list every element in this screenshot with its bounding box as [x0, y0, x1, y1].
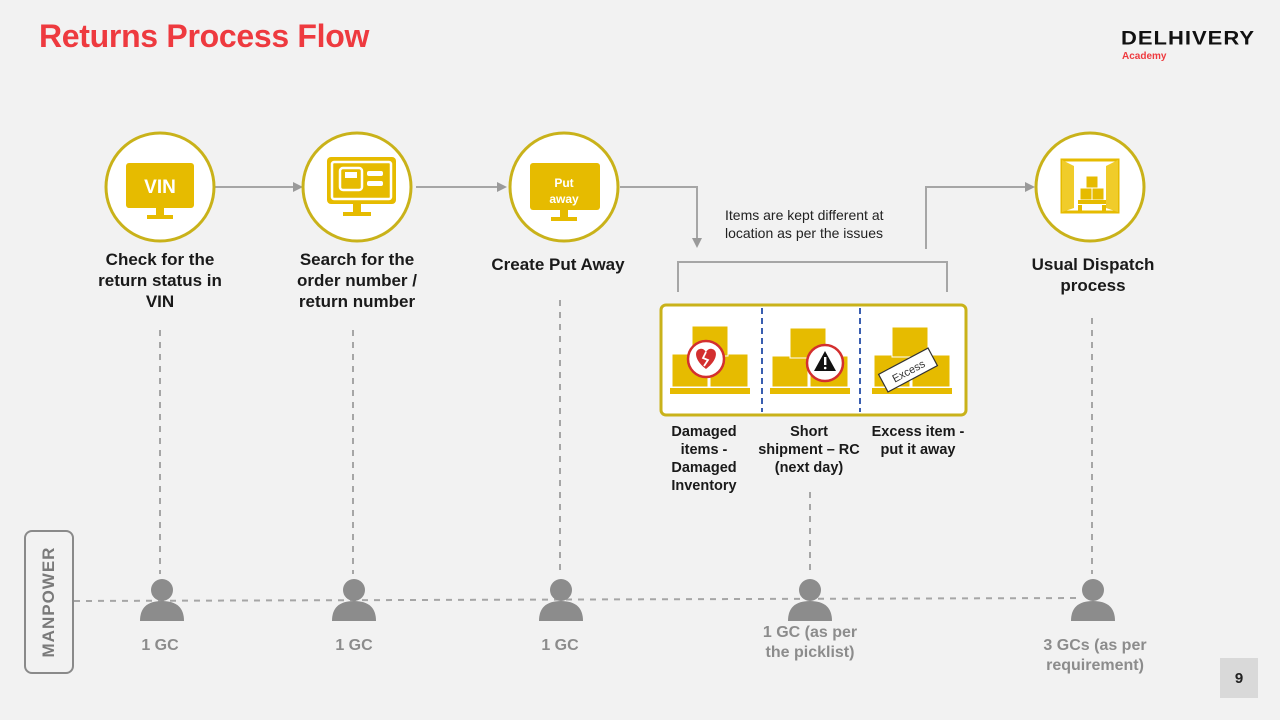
arrow-issues-to-dispatch — [925, 182, 1035, 249]
arrow-step3-to-issues — [620, 186, 702, 248]
manpower-count-dispatch: 3 GCs (as per requirement) — [1043, 637, 1147, 674]
step-label-search-order: Search for the order number / return num… — [297, 250, 417, 311]
manpower-label-box: MANPOWER — [24, 530, 74, 674]
issue-label-short-shipment: Short shipment – RC (next day) — [758, 424, 860, 476]
person-icon — [1071, 579, 1115, 621]
manpower-timeline — [73, 597, 1081, 602]
step-label-usual-dispatch: Usual Dispatch process — [1031, 255, 1155, 295]
person-icons — [140, 579, 1115, 621]
manpower-count-step2: 1 GC — [335, 637, 373, 654]
step-dispatch-icon — [1034, 131, 1146, 243]
person-icon — [140, 579, 184, 621]
step-search-icon — [301, 131, 413, 243]
person-icon — [539, 579, 583, 621]
svg-text:Put: Put — [554, 176, 573, 190]
short-shipment-boxes-icon — [770, 327, 850, 394]
vin-icon-text: VIN — [144, 177, 176, 198]
manpower-label: MANPOWER — [39, 546, 58, 658]
person-icon — [788, 579, 832, 621]
manpower-count-step1: 1 GC — [141, 637, 179, 654]
excess-boxes-icon: Excess — [872, 326, 952, 394]
issue-label-excess: Excess item - put it away — [871, 424, 965, 458]
damaged-boxes-icon — [670, 325, 750, 394]
step-vin-icon: VIN — [104, 131, 216, 243]
issue-label-damaged: Damaged items - Damaged Inventory — [671, 424, 737, 494]
manpower-count-short-shipment: 1 GC (as per the picklist) — [762, 624, 858, 661]
step-label-create-put-away: Create Put Away — [491, 255, 625, 274]
page-number: 9 — [1220, 658, 1258, 698]
person-icon — [332, 579, 376, 621]
logo-subtitle: Academy — [1122, 51, 1167, 62]
manpower-drop-lines — [159, 300, 1093, 574]
page-title: Returns Process Flow — [39, 18, 370, 54]
flow-arrows — [215, 182, 1035, 292]
issues-bracket — [677, 261, 948, 292]
delhivery-logo: DELHIVERY — [1121, 26, 1256, 49]
issues-note: Items are kept different at location as … — [725, 207, 884, 241]
step-label-check-vin: Check for the return status in VIN — [98, 250, 222, 311]
manpower-count-step3: 1 GC — [541, 637, 579, 654]
svg-text:away: away — [549, 192, 579, 206]
step-put-away-icon: Put away — [508, 131, 620, 243]
